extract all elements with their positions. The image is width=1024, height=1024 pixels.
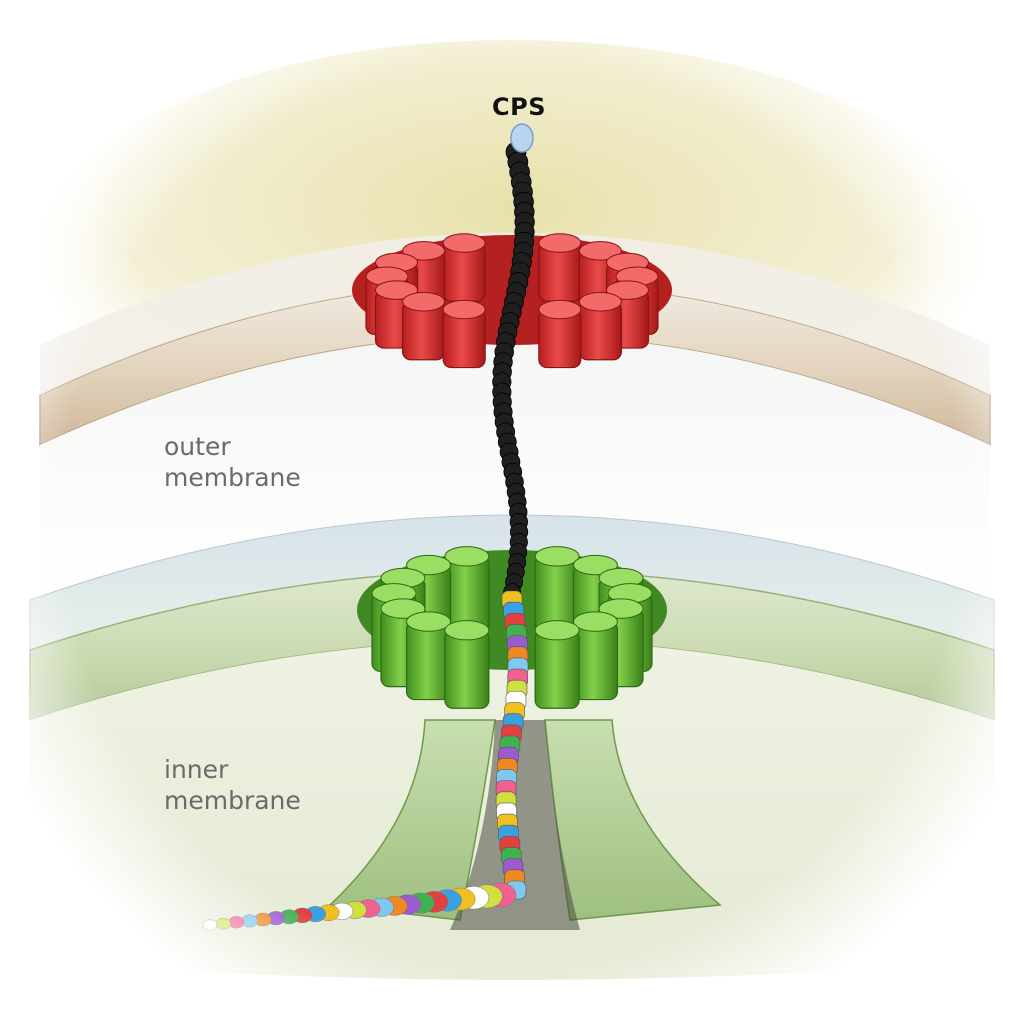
chain-tip — [510, 123, 534, 153]
precursor-bead — [215, 917, 231, 930]
outer-membrane-label: outer membrane — [164, 431, 301, 493]
inner-membrane-label-line1: inner — [164, 755, 229, 784]
green-channel-subunit — [534, 620, 580, 709]
green-channel-subunit — [444, 620, 490, 709]
precursor-bead — [202, 919, 218, 931]
cps-label: CPS — [492, 93, 546, 121]
red-channel-subunit — [578, 292, 622, 361]
precursor-bead — [228, 916, 245, 929]
red-channel-subunit — [442, 299, 486, 369]
red-channel-subunit — [442, 233, 486, 302]
green-channel-subunit — [405, 611, 452, 701]
green-channel-subunit — [572, 611, 619, 701]
outer-membrane-label-line1: outer — [164, 432, 231, 461]
inner-membrane-label-line2: membrane — [164, 786, 301, 815]
inner-membrane-label: inner membrane — [164, 754, 301, 816]
red-channel-subunit — [538, 299, 582, 369]
red-channel-subunit — [402, 292, 446, 361]
outer-membrane-label-line2: membrane — [164, 463, 301, 492]
red-channel-subunit — [538, 233, 582, 302]
